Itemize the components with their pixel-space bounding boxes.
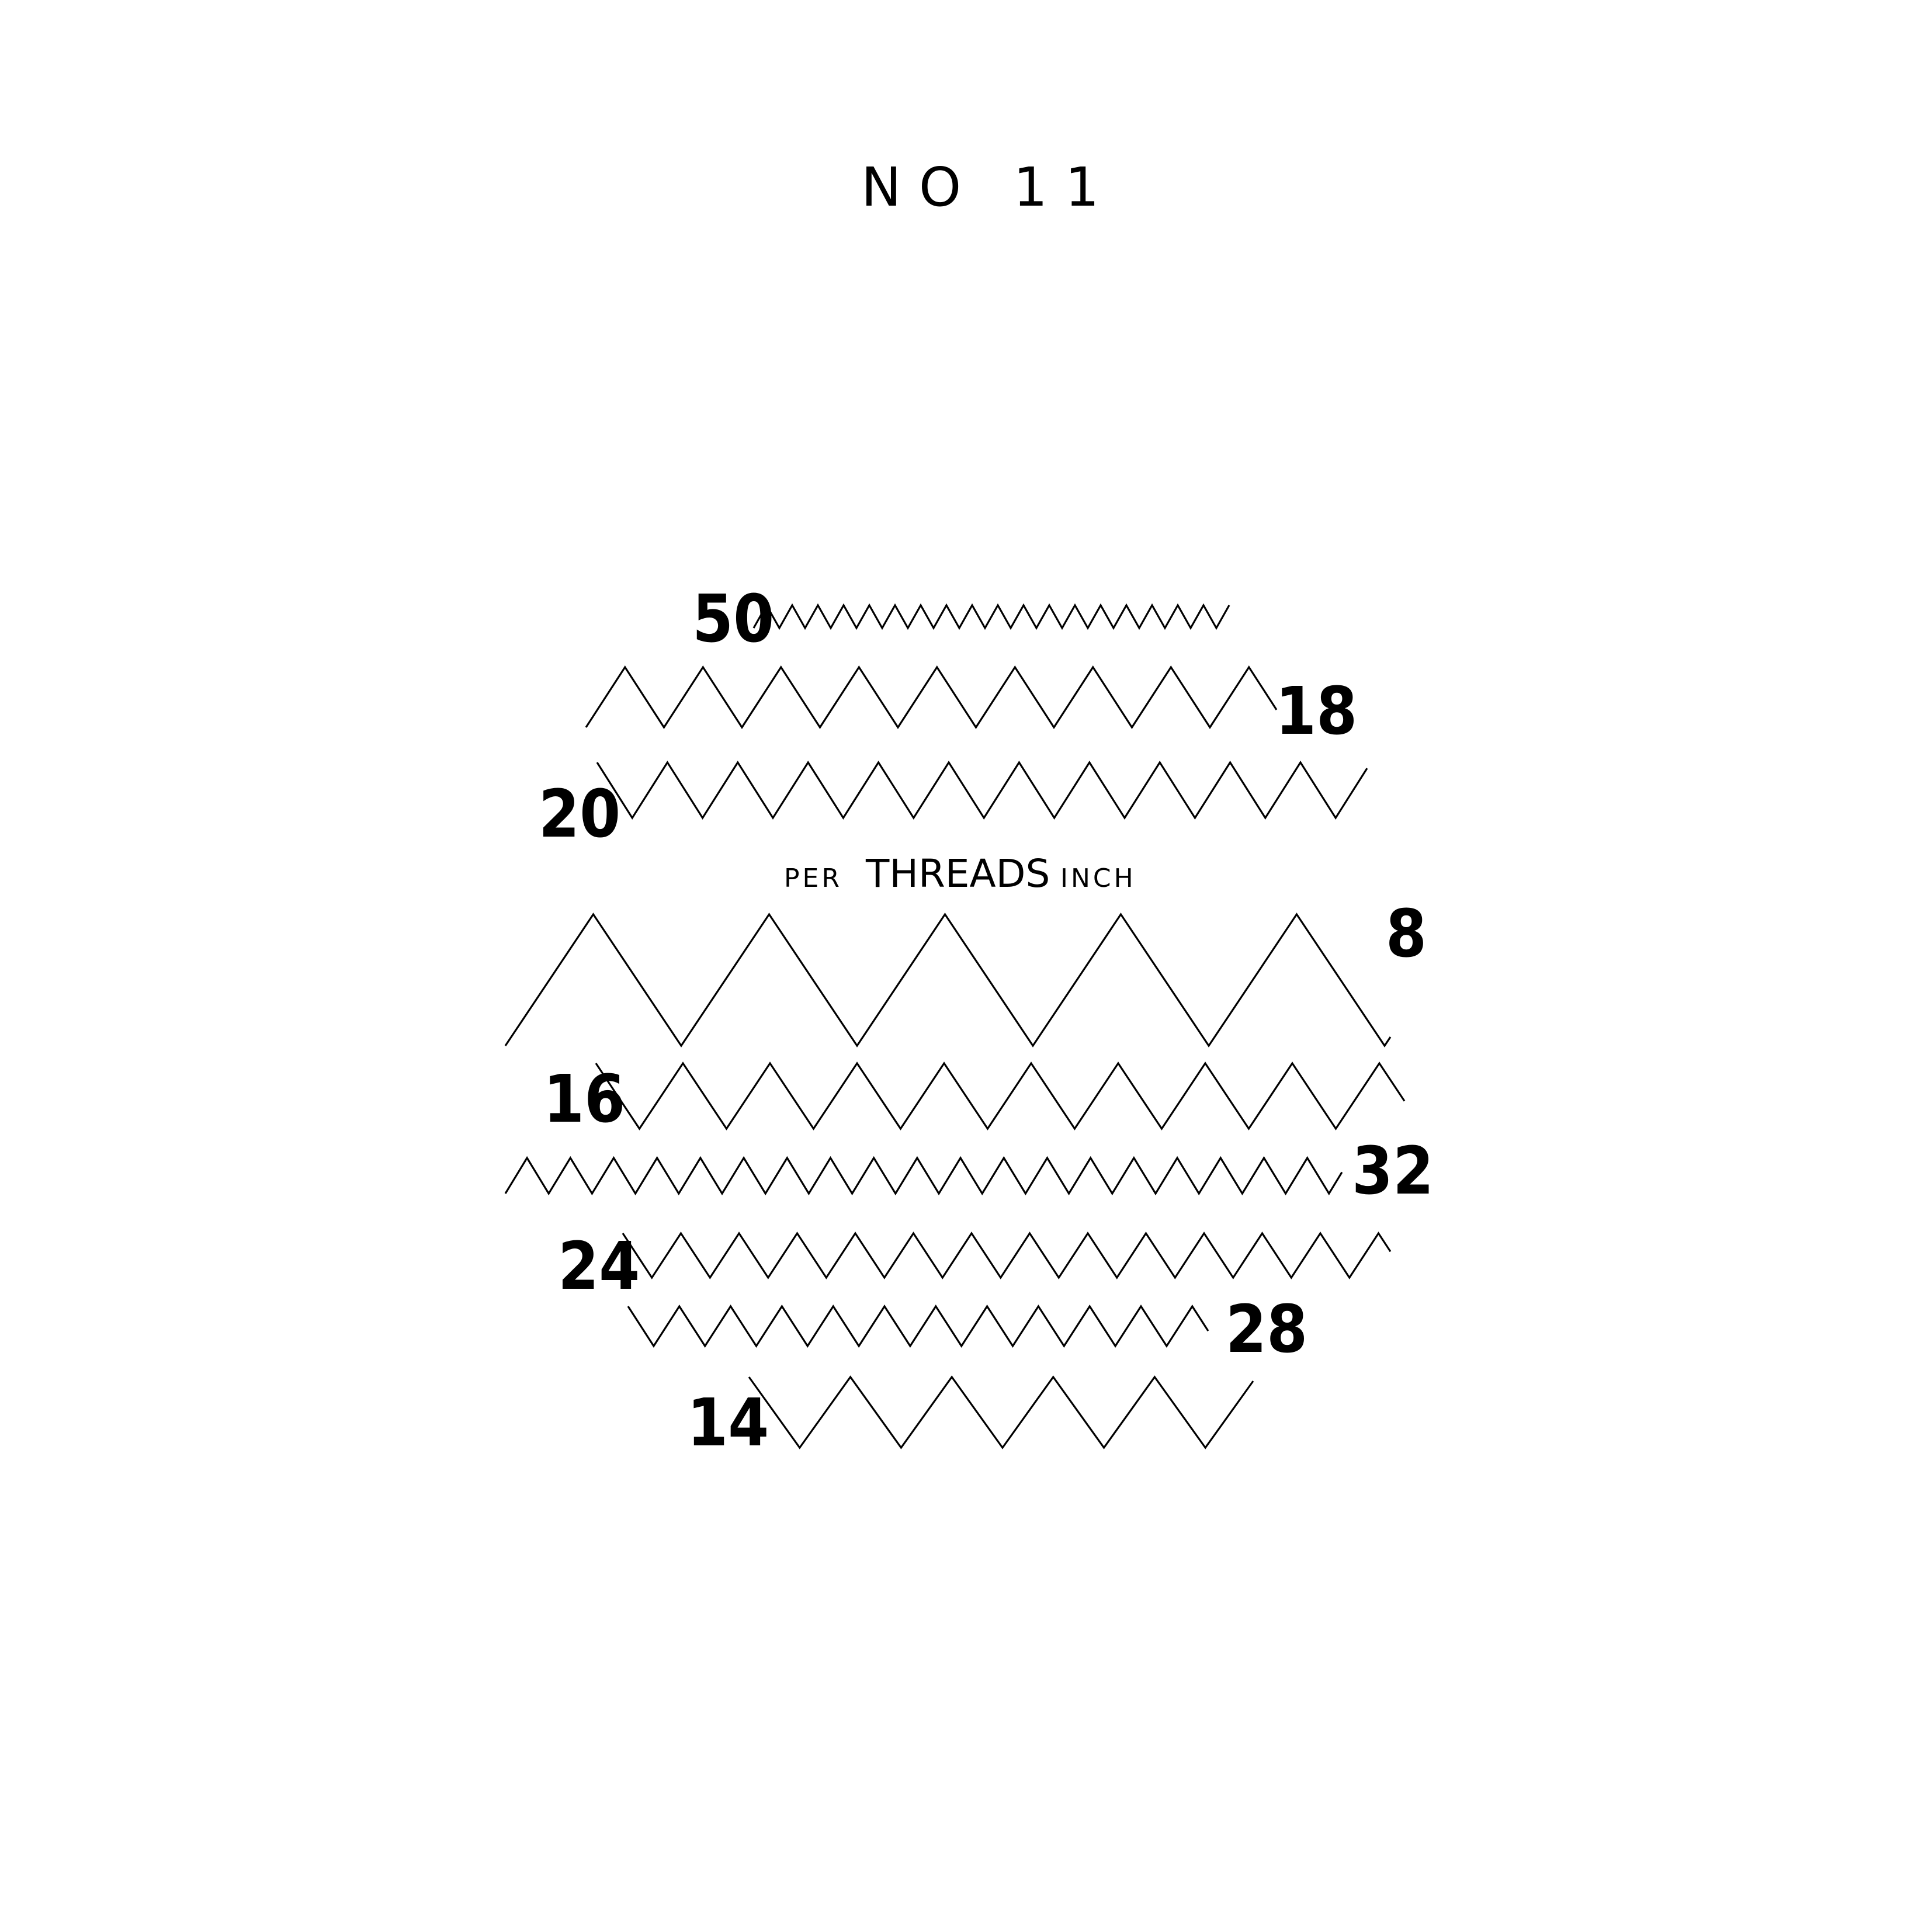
thread-count-8: 8 xyxy=(1386,896,1427,972)
page-title: NO 11 xyxy=(861,156,1117,218)
thread-count-28: 28 xyxy=(1226,1292,1307,1368)
thread-count-32: 32 xyxy=(1352,1133,1434,1209)
thread-count-16: 16 xyxy=(543,1062,625,1137)
thread-waves xyxy=(504,603,1406,1449)
thread-wave-24 xyxy=(622,1232,1392,1279)
thread-count-18: 18 xyxy=(1275,674,1357,750)
thread-wave-14 xyxy=(748,1375,1254,1449)
thread-wave-8 xyxy=(504,913,1392,1047)
caption-inch: INCH xyxy=(1060,863,1136,893)
thread-count-14: 14 xyxy=(687,1385,769,1461)
thread-wave-18 xyxy=(585,665,1278,729)
thread-wave-16 xyxy=(595,1062,1406,1130)
caption-threads: THREADS xyxy=(865,851,1050,896)
thread-wave-50 xyxy=(752,603,1230,630)
thread-wave-28 xyxy=(627,1305,1209,1348)
thread-count-20: 20 xyxy=(539,776,620,852)
thread-count-24: 24 xyxy=(558,1229,640,1305)
thread-wave-32 xyxy=(504,1156,1343,1196)
thread-wave-20 xyxy=(596,761,1368,820)
thread-count-50: 50 xyxy=(692,581,774,657)
caption-per: PER xyxy=(784,863,842,893)
